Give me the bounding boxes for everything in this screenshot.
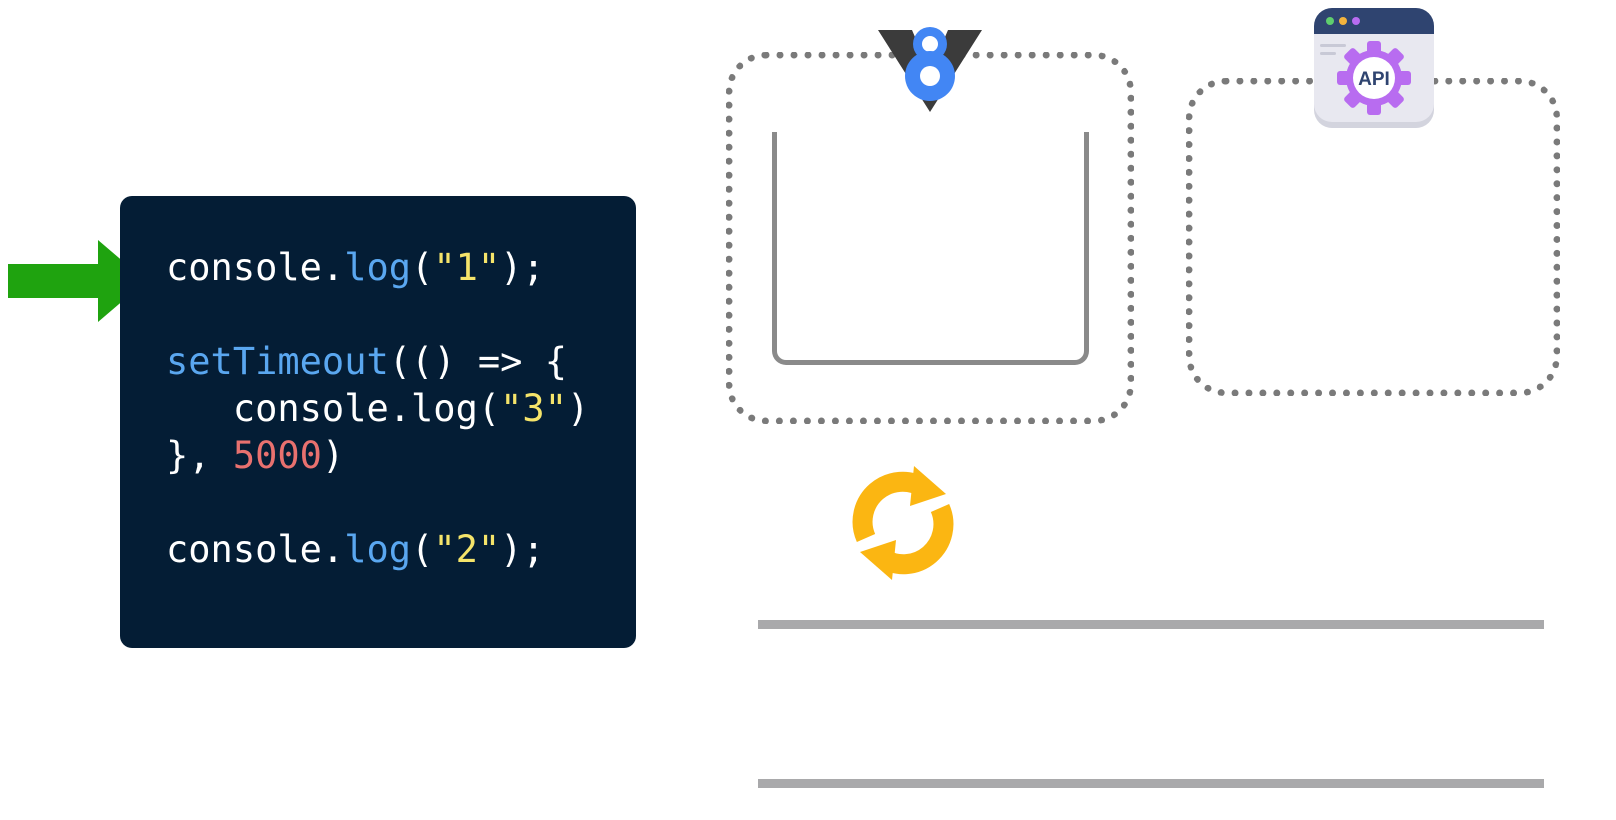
api-icon-label: API xyxy=(1358,69,1390,90)
code-line-4: }, 5000) xyxy=(166,434,345,477)
v8-engine-logo-icon xyxy=(878,27,982,112)
code-line-3: console.log("3") xyxy=(232,387,590,430)
task-queue-bottom-border xyxy=(758,779,1544,788)
code-line-5: console.log("2"); xyxy=(166,528,545,571)
right-arrow-icon xyxy=(8,240,146,322)
refresh-cycle-icon xyxy=(852,466,954,580)
task-queue-top-border xyxy=(758,620,1544,629)
code-line-2: setTimeout(() => { xyxy=(166,340,567,383)
code-panel: console.log("1"); setTimeout(() => { con… xyxy=(120,196,636,648)
api-gear-window-icon: API xyxy=(1314,8,1434,128)
code-blank-line xyxy=(166,291,636,338)
call-stack xyxy=(772,132,1089,365)
code-blank-line xyxy=(166,479,636,526)
code-line-1: console.log("1"); xyxy=(166,246,545,289)
